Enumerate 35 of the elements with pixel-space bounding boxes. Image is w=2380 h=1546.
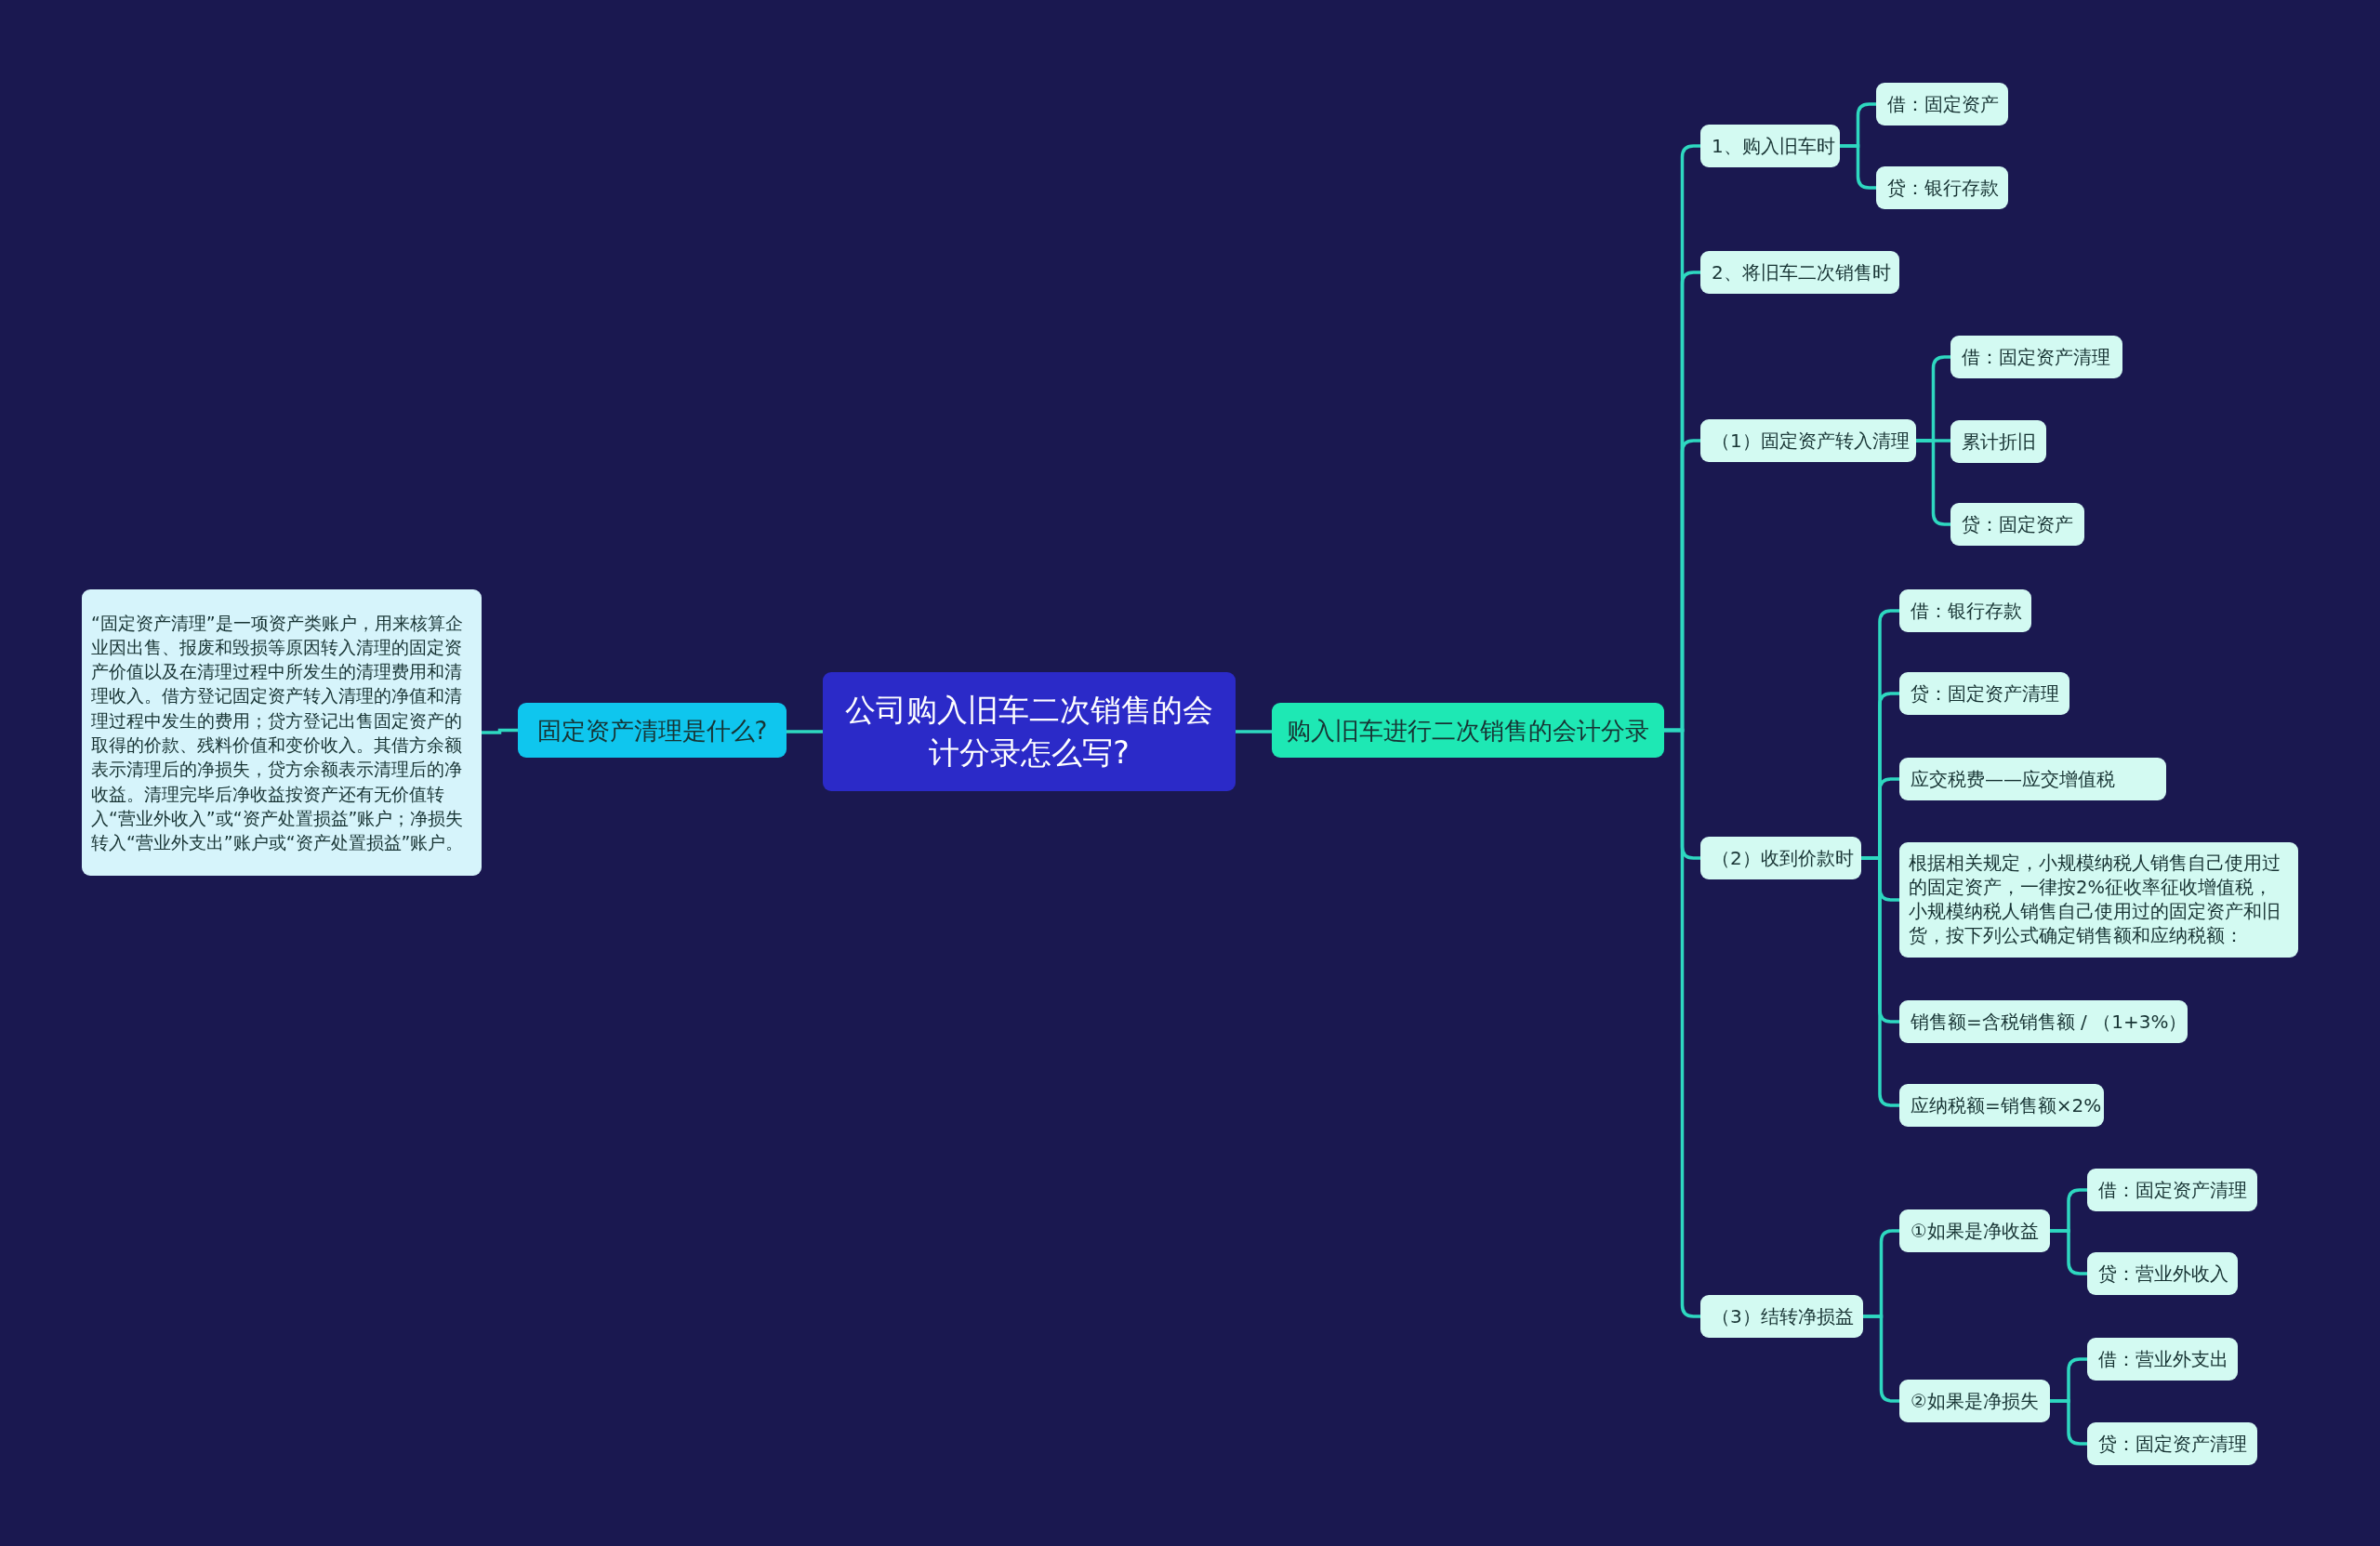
topic-box: （3）结转净损益 <box>1700 1295 1863 1338</box>
connector-line <box>482 728 518 734</box>
topic-box: ②如果是净损失 <box>1899 1380 2050 1422</box>
topic-box: 销售额=含税销售额 / （1+3%） <box>1899 1000 2188 1043</box>
connector-line <box>1861 856 1899 1107</box>
topic-box: 借：固定资产 <box>1876 83 2008 126</box>
topic-box: 累计折旧 <box>1950 420 2046 463</box>
topic-box: 借：营业外支出 <box>2087 1338 2238 1381</box>
connector-line <box>1916 439 1950 526</box>
topic-box: 1、购入旧车时 <box>1700 125 1840 167</box>
branch-topic-box: 购入旧车进行二次销售的会计分录 <box>1272 703 1664 758</box>
topic-box: 贷：固定资产清理 <box>1899 672 2069 715</box>
branch-topic-box: 固定资产清理是什么? <box>518 703 787 758</box>
topic-box: （2）收到价款时 <box>1700 837 1861 879</box>
text-note-box: “固定资产清理”是一项资产类账户，用来核算企业因出售、报废和毁损等原因转入清理的固定资产价值以及在清理过程中所发生的清理费用和清理收入。借方登记固定资产转入清理的净值和清理过程中发生的费用；贷方登记出售固定资产的取得的价款、残料价值和变价收入。其借方余额表示清理后的净损失，贷方余额表示清理后的净收益。清理完毕后净收益按资产还有无价值转入“营业外收入”或“资产处置损益”账户；净损失转入“营业外支出”账户或“资产处置损益”账户。 <box>82 589 482 876</box>
connector-line <box>1236 730 1272 733</box>
topic-box: 2、将旧车二次销售时 <box>1700 251 1899 294</box>
topic-box: 应纳税额=销售额×2% <box>1899 1084 2104 1127</box>
center-topic-box: 公司购入旧车二次销售的会计分录怎么写? <box>823 672 1236 791</box>
topic-box: 借：银行存款 <box>1899 589 2031 632</box>
text-note-box: 根据相关规定，小规模纳税人销售自己使用过的固定资产，一律按2%征收率征收增值税，小规模纳税人销售自己使用过的固定资产和旧货，按下列公式确定销售额和应纳税额： <box>1899 842 2298 958</box>
connector-line <box>787 730 823 733</box>
topic-box: 借：固定资产清理 <box>2087 1169 2257 1211</box>
connector-line <box>1863 1315 1899 1403</box>
connector-line <box>2050 1229 2087 1275</box>
connector-line <box>1840 144 1876 190</box>
topic-box: 贷：银行存款 <box>1876 166 2008 209</box>
topic-box: （1）固定资产转入清理 <box>1700 419 1916 462</box>
topic-box: 应交税费——应交增值税 <box>1899 758 2166 800</box>
topic-box: 借：固定资产清理 <box>1950 336 2122 378</box>
connector-line <box>2050 1399 2087 1446</box>
topic-box: 贷：固定资产 <box>1950 503 2084 546</box>
topic-box: 贷：固定资产清理 <box>2087 1422 2257 1465</box>
topic-box: ①如果是净收益 <box>1899 1209 2050 1252</box>
topic-box: 贷：营业外收入 <box>2087 1252 2238 1295</box>
